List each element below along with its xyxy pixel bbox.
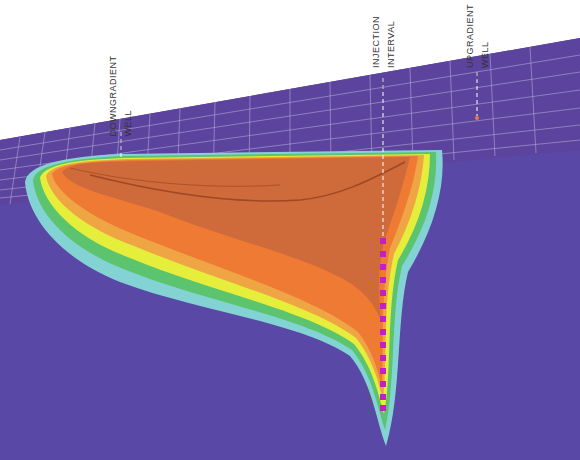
well-label: DOWNGRADIENT WELL (106, 56, 136, 137)
plume-core (62, 157, 410, 320)
well-lines-above (121, 72, 477, 150)
plume-band-green (33, 152, 436, 430)
well-point (475, 116, 479, 120)
plume-outer (25, 150, 443, 446)
plume-core-ridge (90, 162, 405, 201)
injection-points (380, 238, 386, 411)
ground-block (0, 38, 580, 460)
well-label: UPGRADIENT WELL (463, 4, 493, 68)
interval-label: INJECTION INTERVAL (369, 16, 399, 68)
plume-band-red-orange (52, 156, 418, 388)
plume-band-yellow (40, 154, 430, 414)
plume-core-ridge (70, 168, 280, 186)
well-lines (121, 72, 477, 238)
plume-band-orange (46, 155, 424, 400)
